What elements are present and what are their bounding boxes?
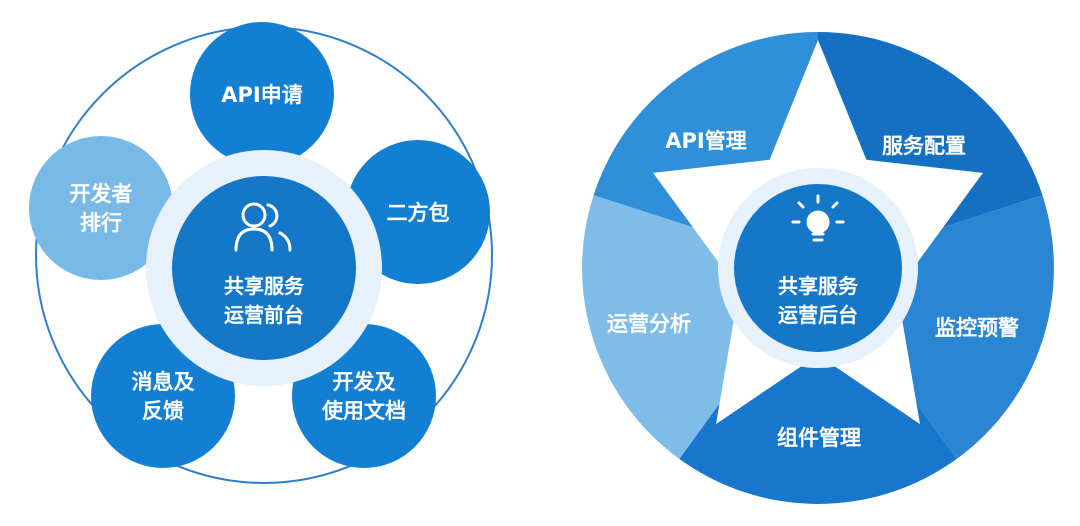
right-diagram: API管理 服务配置 监控预警 组件管理 运营分析 共享服务 运营后台 xyxy=(582,32,1054,504)
left-center-circle xyxy=(172,176,356,360)
segment-operation-analysis-label: 运营分析 xyxy=(607,312,691,336)
node-developer-ranking-label-line2: 排行 xyxy=(80,211,122,235)
segment-component-management xyxy=(679,268,957,504)
node-dev-docs-label-line2: 使用文档 xyxy=(321,399,406,423)
users-icon xyxy=(234,202,292,252)
node-message-feedback-label-line1: 消息及 xyxy=(132,370,196,394)
segment-component-management-label: 组件管理 xyxy=(777,426,861,450)
node-sdk-package: 二方包 xyxy=(346,140,490,284)
node-sdk-package-label: 二方包 xyxy=(387,201,450,225)
left-center-label-line2: 运营前台 xyxy=(224,303,304,327)
left-diagram: API申请 二方包 开发及 使用文档 消息及 反馈 开发者 排行 xyxy=(29,22,493,484)
node-message-feedback-label-line2: 反馈 xyxy=(142,399,184,423)
segment-monitor-alert-label: 监控预警 xyxy=(935,316,1019,340)
right-center-label-line2: 运营后台 xyxy=(778,303,858,327)
node-developer-ranking-label-line1: 开发者 xyxy=(70,182,133,206)
node-dev-docs-label-line1: 开发及 xyxy=(333,370,397,394)
right-center-hub: 共享服务 运营后台 xyxy=(718,168,918,368)
segment-api-management-label: API管理 xyxy=(665,129,746,153)
right-center-circle xyxy=(734,184,902,352)
left-center-label-line1: 共享服务 xyxy=(224,274,305,298)
node-developer-ranking-circle xyxy=(29,136,173,280)
lightbulb-icon xyxy=(791,194,845,242)
node-api-apply-circle xyxy=(190,22,334,166)
node-sdk-package-circle xyxy=(346,140,490,284)
node-api-apply-label: API申请 xyxy=(221,83,302,107)
node-api-apply: API申请 xyxy=(190,22,334,166)
node-developer-ranking: 开发者 排行 xyxy=(29,136,173,280)
node-dev-docs: 开发及 使用文档 xyxy=(292,324,436,468)
right-center-label-line1: 共享服务 xyxy=(778,274,859,298)
left-center-hub: 共享服务 运营前台 xyxy=(146,150,382,386)
segment-service-config-label: 服务配置 xyxy=(882,134,966,158)
